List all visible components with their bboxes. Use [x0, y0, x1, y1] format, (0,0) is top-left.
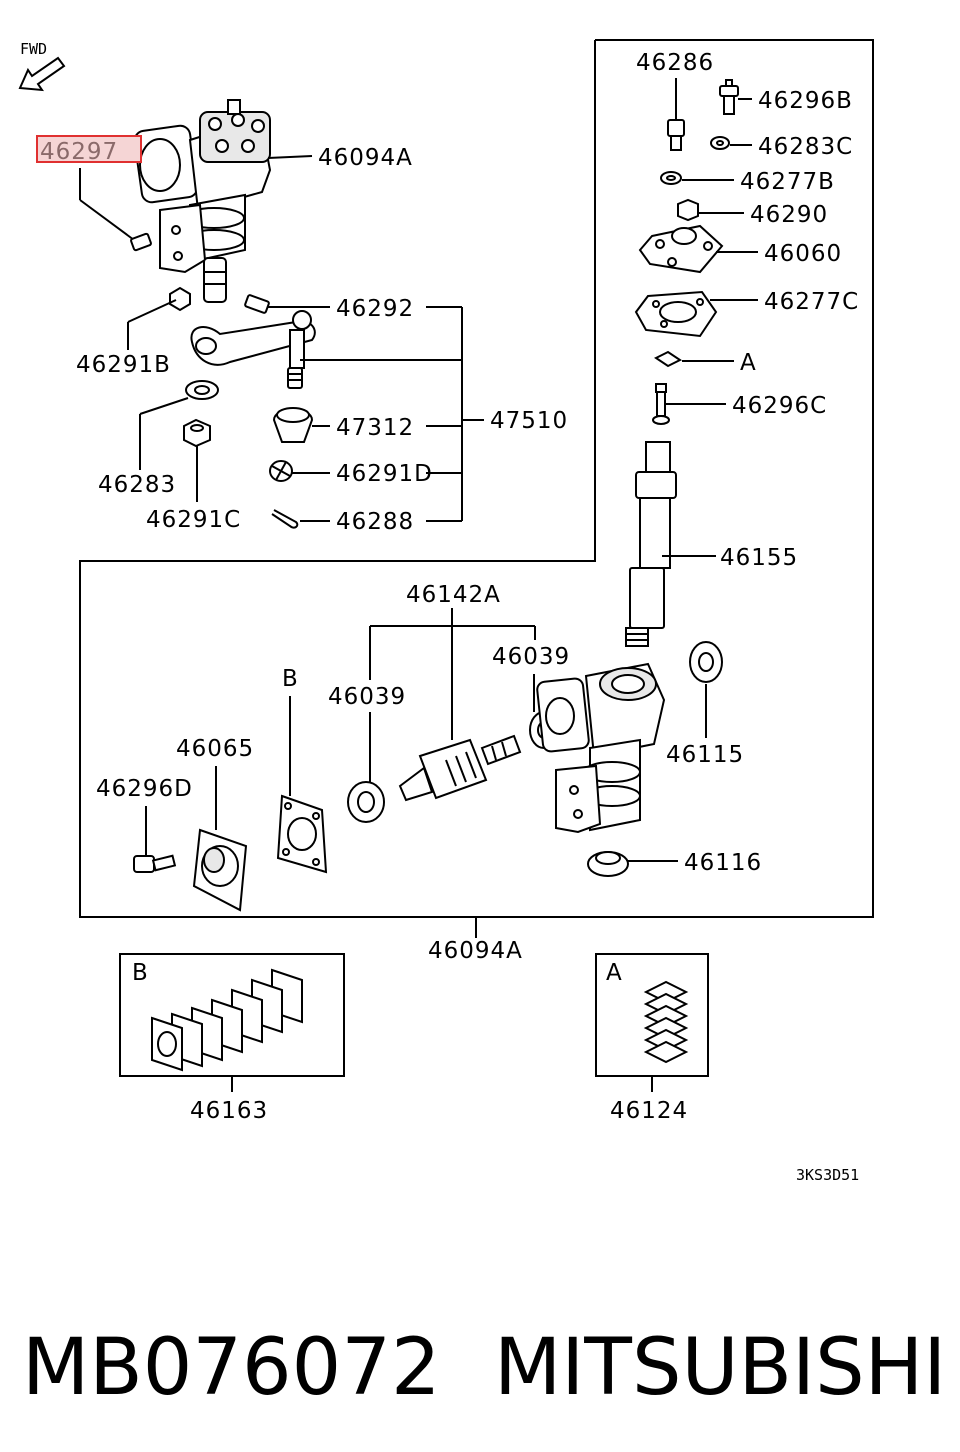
shim-set-a-icon	[643, 980, 689, 1064]
label-46290: 46290	[750, 202, 828, 228]
bolt-46296c-icon	[652, 383, 670, 425]
worm-shaft-ball-nut-icon	[398, 734, 522, 802]
kit-box-b-letter: B	[132, 960, 149, 986]
label-46283c: 46283C	[758, 134, 853, 160]
cotter-pin-46288-icon	[271, 509, 299, 529]
label-46291b: 46291B	[76, 352, 171, 378]
label-46283: 46283	[98, 472, 176, 498]
label-46286: 46286	[636, 50, 714, 76]
gasket-b-icon	[276, 794, 328, 874]
label-46116: 46116	[684, 850, 762, 876]
castle-nut-46291d-icon	[269, 460, 293, 482]
washer-46277b-icon	[660, 171, 682, 185]
kit-box-a-letter: A	[606, 960, 623, 986]
label-46292: 46292	[336, 296, 414, 322]
label-46060: 46060	[764, 241, 842, 267]
label-47312: 47312	[336, 415, 414, 441]
sector-shaft-46155-icon	[625, 441, 677, 647]
pitman-arm-icon	[190, 294, 316, 389]
washer-46283-icon	[185, 380, 219, 400]
gasket-46277c-icon	[634, 290, 718, 338]
nut-46290-icon	[677, 198, 699, 222]
label-46277c: 46277C	[764, 289, 859, 315]
bolt-46296b-icon	[719, 79, 739, 115]
label-46065: 46065	[176, 736, 254, 762]
nut-46291c-icon	[183, 418, 211, 448]
label-46094a-bottom: 46094A	[428, 938, 523, 964]
nut-46291b-icon	[169, 286, 191, 312]
label-46115: 46115	[666, 742, 744, 768]
label-47510: 47510	[490, 408, 568, 434]
shim-a-icon	[654, 350, 682, 368]
bolt-46286-icon	[667, 78, 685, 151]
label-46155: 46155	[720, 545, 798, 571]
highlight-46297[interactable]: 46297	[36, 135, 142, 165]
label-46288: 46288	[336, 509, 414, 535]
fwd-arrow-icon	[18, 56, 66, 92]
gasket-set-b-icon	[151, 968, 303, 1072]
bearing-46039-left-icon	[347, 781, 385, 823]
label-46142a: 46142A	[406, 582, 501, 608]
label-46296b: 46296B	[758, 88, 853, 114]
bolt-46296d-icon	[133, 854, 177, 873]
label-46296c: 46296C	[732, 393, 827, 419]
cover-46060-icon	[638, 224, 724, 274]
caption-brand: MITSUBISHI	[494, 1323, 946, 1413]
dust-boot-47312-icon	[272, 407, 314, 443]
fwd-label: FWD	[20, 40, 47, 58]
steering-gear-box-top	[133, 99, 272, 303]
bolt-46297-icon	[130, 232, 152, 252]
oil-seal-46116-icon	[587, 851, 629, 877]
gear-housing-46094a-icon	[536, 662, 666, 834]
label-46124: 46124	[610, 1098, 688, 1124]
washer-46283c-icon	[710, 136, 730, 150]
label-46277b: 46277B	[740, 169, 835, 195]
label-46291d: 46291D	[336, 461, 433, 487]
label-a: A	[740, 350, 757, 376]
label-46094a-top: 46094A	[318, 145, 413, 171]
label-46039-left: 46039	[328, 684, 406, 710]
label-46296d: 46296D	[96, 776, 193, 802]
label-46039-right: 46039	[492, 644, 570, 670]
diagram-code: 3KS3D51	[796, 1166, 859, 1184]
oil-seal-46115-icon	[689, 641, 723, 683]
label-46291c: 46291C	[146, 507, 241, 533]
caption-part-number: MB076072	[22, 1323, 441, 1413]
label-b: B	[282, 666, 299, 692]
label-46163: 46163	[190, 1098, 268, 1124]
label-46297: 46297	[40, 139, 118, 165]
cover-46065-icon	[192, 828, 248, 912]
exploded-view-frame	[79, 39, 874, 918]
